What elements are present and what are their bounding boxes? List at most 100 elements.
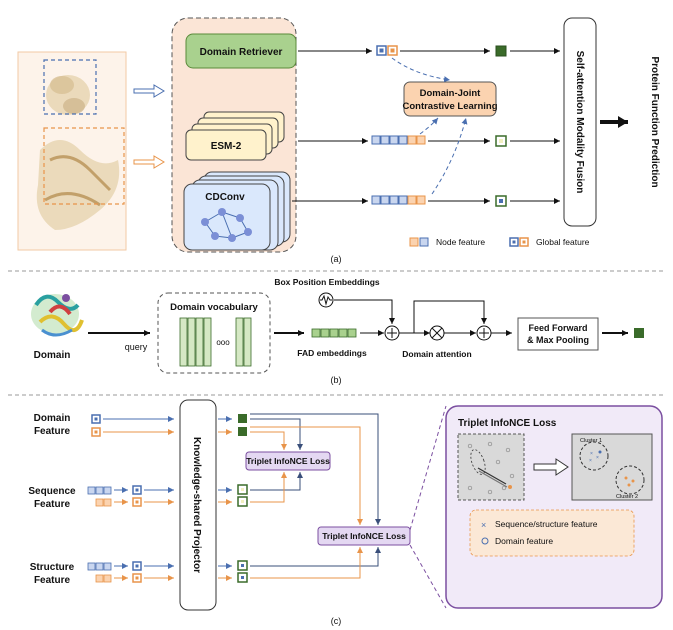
global-feature-domain (495, 45, 507, 57)
conn-seq-loss1 (250, 472, 303, 491)
svg-text:×: × (596, 455, 599, 461)
fusion-label: Self-attention Modality Fusion (574, 51, 585, 194)
hollow-arrow-blue (133, 84, 165, 98)
domain-attention-label: Domain attention (402, 349, 471, 359)
fusion-box (563, 17, 597, 227)
legend-node-feature: Node feature (436, 237, 485, 247)
loss1-label: Triplet InfoNCE Loss (246, 456, 330, 466)
detail-legend-box (469, 509, 635, 557)
loss-detail-title: Triplet InfoNCE Loss (458, 418, 557, 429)
vocabulary-columns (179, 317, 252, 367)
fad-label: FAD embeddings (297, 348, 367, 358)
structure-feature-label-1: Structure (30, 562, 75, 573)
svg-text:×: × (590, 451, 593, 457)
caption-c: (c) (331, 616, 342, 626)
domain-feature-label-2: Feature (34, 426, 71, 437)
domain-feature-label-1: Domain (34, 413, 71, 424)
feed-forward-box (517, 317, 599, 351)
projected-domain-squares (238, 414, 247, 436)
esm2-label: ESM-2 (211, 141, 242, 152)
dashed-arrow-domain (391, 57, 451, 83)
caption-a: (a) (331, 254, 342, 264)
cluster2-label: Cluster 2 (616, 494, 638, 500)
times-circle (429, 325, 445, 341)
residual-connection (413, 300, 487, 333)
fad-embedding-squares (311, 328, 357, 338)
vocabulary-dots: ooo (216, 338, 230, 347)
domain-global-feature (634, 328, 644, 338)
domain-label: Domain (34, 350, 71, 361)
sequence-feature-label-1: Sequence (28, 486, 76, 497)
cluster1-label: Cluster 1 (580, 438, 602, 444)
svg-text:×: × (589, 458, 592, 464)
conn-str-loss2-o (250, 547, 363, 579)
structure-node-squares (87, 562, 112, 583)
loss2-box (317, 526, 411, 546)
full-protein-highlight-box (43, 127, 125, 205)
plus-circle-1 (384, 325, 400, 341)
panel-b: Domain query Domain vocabulary ooo FAD e… (31, 277, 644, 385)
esm2-stack (185, 111, 285, 161)
cdconv-label: CDConv (205, 192, 245, 203)
circle-icon (481, 537, 489, 545)
legend-node-feature-icon (409, 237, 429, 247)
node-feature-row-cdconv (371, 195, 426, 205)
position-wave-icon (318, 292, 334, 308)
graph-icon (201, 208, 252, 242)
transform-arrow (533, 458, 569, 476)
global-feature-cdconv (495, 195, 507, 207)
domain-input-squares (91, 414, 101, 437)
global-feature-pair-1 (376, 45, 398, 56)
conn-str-loss2 (250, 547, 381, 567)
conn-domain-loss1-b (250, 418, 303, 450)
projected-structure-squares (237, 560, 248, 583)
loss1-box (245, 451, 331, 471)
legend-global-feature: Global feature (536, 237, 590, 247)
domain-vocabulary-label: Domain vocabulary (170, 302, 258, 313)
global-feature-esm (495, 135, 507, 147)
contrastive-label-2: Contrastive Learning (402, 101, 497, 112)
ff-label-1: Feed Forward (528, 323, 587, 333)
structure-global-squares (132, 561, 142, 583)
domain-structure-image (31, 294, 84, 337)
conn-domain-loss2-o (250, 426, 363, 525)
conn-domain-loss1 (250, 431, 287, 450)
loss2-label: Triplet InfoNCE Loss (322, 531, 406, 541)
legend-seq-label: Sequence/structure feature (495, 519, 598, 529)
arrow-position (334, 299, 395, 324)
plus-circle-2 (476, 325, 492, 341)
domain-retriever-box (185, 33, 297, 69)
sequence-feature-label-2: Feature (34, 499, 71, 510)
domain-retriever-label: Domain Retriever (200, 47, 283, 58)
sequence-node-squares (87, 486, 112, 507)
legend-dom-label: Domain feature (495, 536, 553, 546)
panel-c: Domain Feature Sequence Feature Structur… (28, 399, 663, 626)
conn-seq-loss1-o (250, 472, 287, 503)
sequence-global-squares (132, 485, 142, 507)
dashed-arrow-esm (419, 117, 439, 135)
protein-structure-image (36, 75, 120, 230)
panel-a: Domain Retriever ESM-2 CDConv (17, 17, 660, 264)
scatter-before (467, 441, 515, 495)
conn-domain-loss2 (250, 413, 381, 525)
legend-global-feature-icon (509, 237, 529, 247)
cross-icon: × (481, 520, 486, 530)
box-position-label: Box Position Embeddings (274, 277, 380, 287)
embedding-space-before (457, 433, 525, 501)
cdconv-stack (183, 171, 291, 251)
zoom-line-bottom (409, 544, 447, 609)
cluster-2 (615, 465, 645, 495)
caption-b: (b) (331, 375, 342, 385)
hollow-arrow-orange (133, 155, 165, 169)
ff-label-2: & Max Pooling (527, 335, 589, 345)
cluster-1: × × × (579, 441, 609, 471)
prediction-label: Protein Function Prediction (649, 56, 660, 187)
zoom-line-top (409, 405, 447, 531)
projected-sequence-squares (237, 484, 248, 507)
structure-feature-label-2: Feature (34, 575, 71, 586)
query-label: query (125, 342, 148, 352)
projector-box (179, 399, 217, 611)
contrastive-learning-box (403, 81, 497, 117)
contrastive-label-1: Domain-Joint (420, 88, 482, 99)
